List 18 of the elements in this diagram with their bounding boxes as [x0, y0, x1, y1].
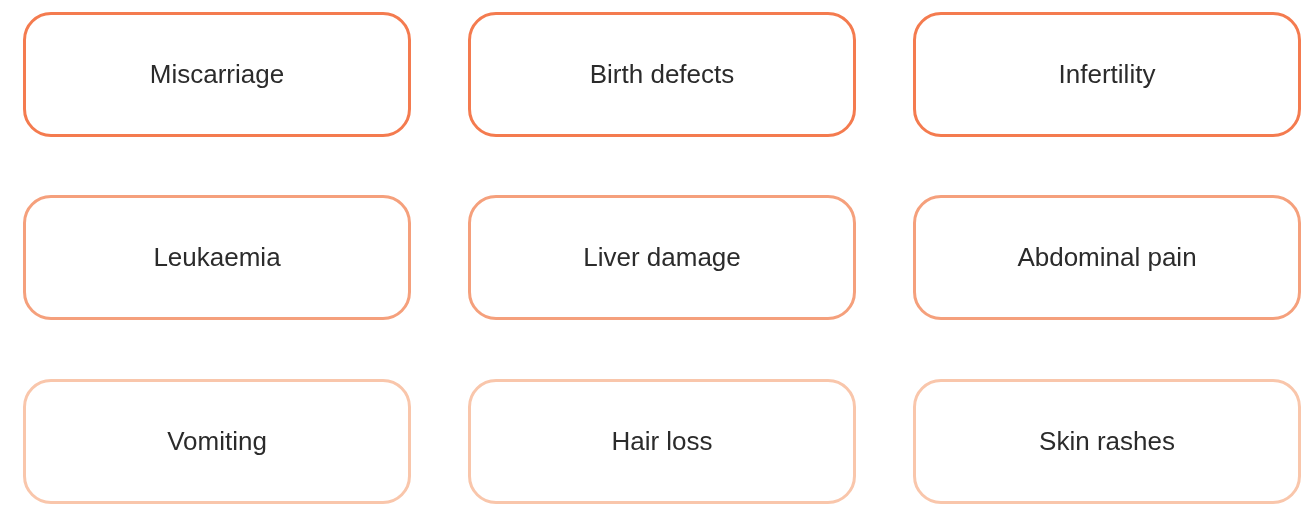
condition-label: Skin rashes: [1039, 425, 1175, 458]
condition-card: [23, 379, 411, 504]
condition-label: Birth defects: [589, 58, 735, 91]
condition-card: [468, 12, 856, 137]
condition-label: Leukaemia: [153, 241, 281, 274]
condition-label: Miscarriage: [149, 58, 285, 91]
condition-card: [23, 195, 411, 320]
condition-label: Liver damage: [583, 241, 741, 274]
condition-label: Vomiting: [167, 425, 267, 458]
condition-card: [913, 195, 1301, 320]
condition-label: Infertility: [1058, 58, 1156, 91]
condition-label: Hair loss: [611, 425, 713, 458]
condition-card: [913, 12, 1301, 137]
condition-card: [468, 379, 856, 504]
condition-card: [913, 379, 1301, 504]
condition-card: [23, 12, 411, 137]
condition-card: [468, 195, 856, 320]
condition-label: Abdominal pain: [1017, 241, 1197, 274]
